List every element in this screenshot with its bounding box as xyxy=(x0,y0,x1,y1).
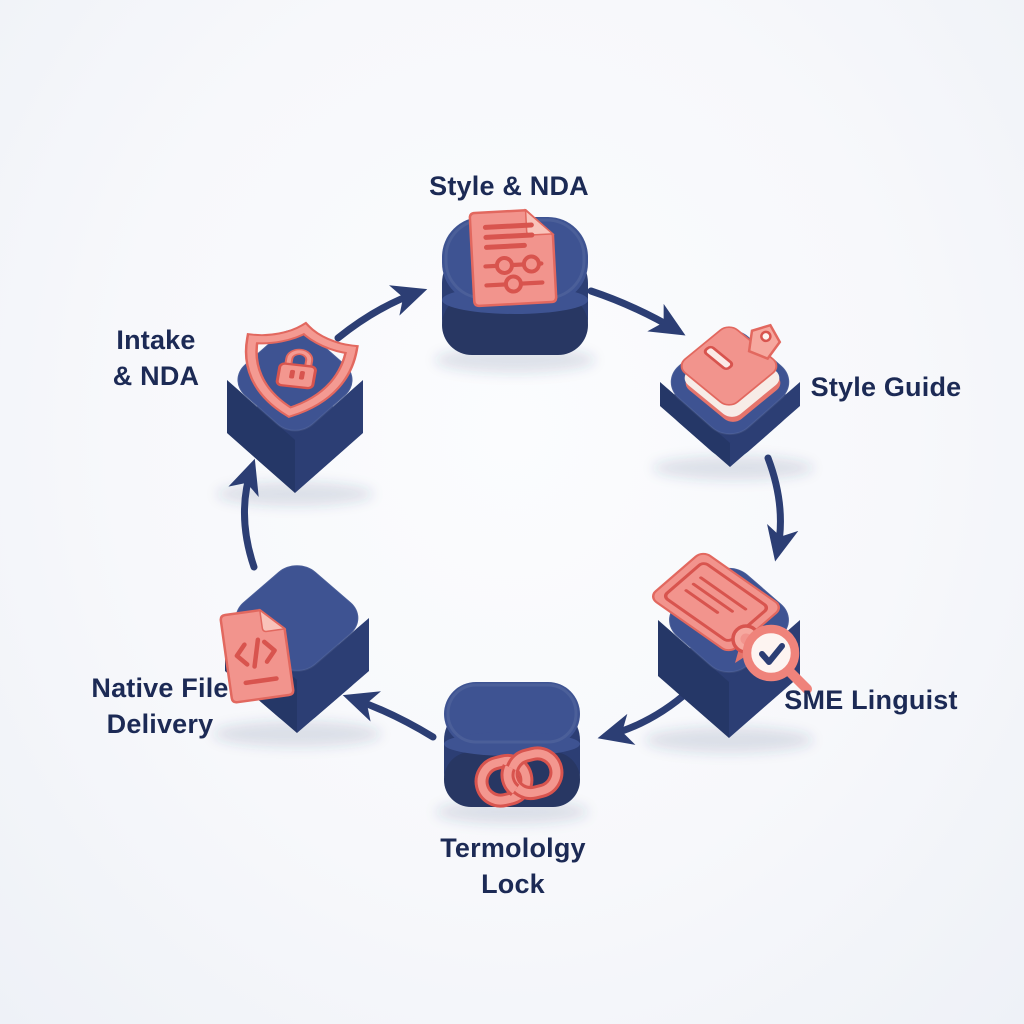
arrow-sme-to-terminology xyxy=(597,686,694,745)
label-line: Termololgy xyxy=(440,833,586,863)
label-style-nda: Style & NDA xyxy=(429,168,589,204)
book-tag-icon xyxy=(680,323,782,422)
arrow-terminology-to-native xyxy=(342,691,437,741)
code-file-icon xyxy=(219,608,295,704)
label-line: Delivery xyxy=(106,709,214,739)
arrow-style-nda-to-style-guide xyxy=(587,287,686,336)
block-native-file-delivery xyxy=(219,564,369,733)
shield-lock-icon xyxy=(244,321,359,418)
document-sliders-icon xyxy=(468,208,558,308)
chain-links-icon xyxy=(474,746,564,808)
label-line: & NDA xyxy=(112,361,200,391)
block-style-guide xyxy=(660,323,800,467)
label-line: Lock xyxy=(481,869,545,899)
block-style-nda xyxy=(442,208,588,355)
block-sme-linguist xyxy=(651,552,812,738)
label-intake-nda: Intake & NDA xyxy=(113,322,200,394)
label-sme-linguist: SME Linguist xyxy=(784,682,957,718)
block-intake-nda xyxy=(227,321,363,493)
label-terminology-lock: Termololgy Lock xyxy=(440,830,586,902)
label-line: Intake xyxy=(116,325,196,355)
label-line: Native File xyxy=(91,673,229,703)
certificate-magnifier-icon xyxy=(651,552,812,694)
label-native-file-delivery: Native File Delivery xyxy=(91,670,228,742)
label-line: Style Guide xyxy=(810,372,962,402)
label-line: Style & NDA xyxy=(429,171,589,201)
block-terminology-lock xyxy=(444,682,580,808)
arrow-style-guide-to-sme xyxy=(764,454,799,562)
arrow-native-to-intake xyxy=(228,458,259,571)
arrow-intake-to-style-nda xyxy=(334,285,428,342)
label-line: SME Linguist xyxy=(784,685,958,715)
label-style-guide: Style Guide xyxy=(811,369,962,405)
